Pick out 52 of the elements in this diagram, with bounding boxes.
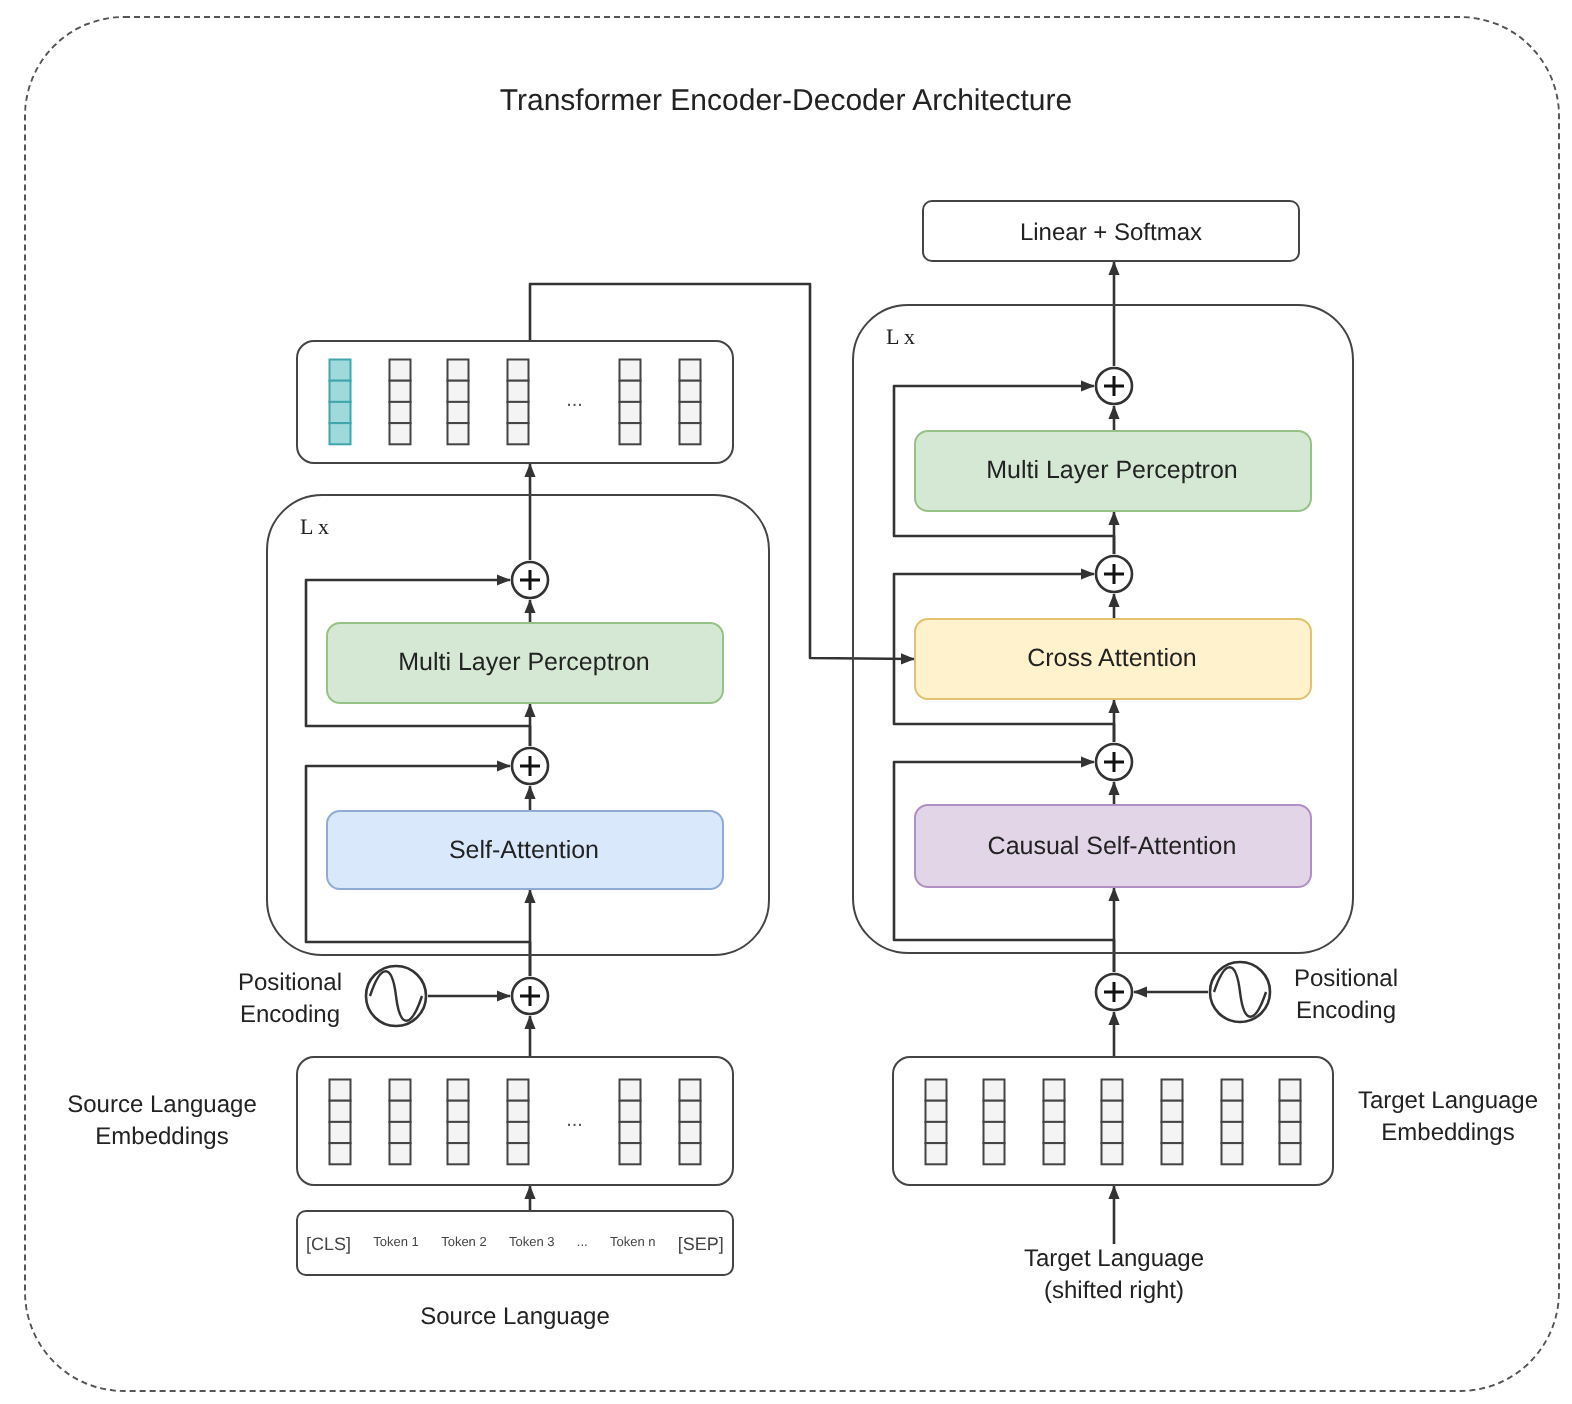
sum-node [1093,741,1133,781]
arrow [1108,405,1120,430]
arrow [1133,986,1208,998]
sum-node [510,976,550,1016]
arrow [1108,781,1120,804]
mlp-block: Multi Layer Perceptron [913,429,1311,511]
output-layer-box: Linear + Softmax [922,200,1300,262]
arrow [524,1185,536,1210]
side-label: Source Language [418,1302,612,1334]
sum-node [1093,365,1133,405]
side-label: Positional Encoding [235,968,345,1031]
embedding-box [892,1056,1334,1186]
sum-node [1094,972,1134,1012]
arrow [428,990,511,1002]
skip-connection-arrow [304,760,532,976]
mlp-block: Multi Layer Perceptron [325,621,723,703]
ellipsis: ... [566,392,583,412]
arrow [524,1015,536,1056]
causal-self-attention-block: Causual Self-Attention [913,803,1311,887]
token-label: [CLS] [306,1233,352,1253]
token-label: [SEP] [677,1233,724,1253]
arrow [1108,1011,1120,1056]
skip-connection-arrow [892,380,1116,554]
cross-connection-arrow [528,282,915,665]
skip-connection-arrow [892,568,1116,742]
skip-connection-arrow [304,574,532,746]
arrow [524,599,536,622]
sum-node [509,745,549,785]
arrow [1108,261,1120,366]
diagram-title: Transformer Encoder-Decoder Architecture [497,84,1075,118]
skip-connection-arrow [892,756,1116,972]
arrow [1108,593,1120,618]
self-attention-block: Self-Attention [325,809,723,889]
positional-encoding-symbol [1208,960,1272,1024]
repeat-count-label: L x [300,516,330,540]
side-label: Source Language Embeddings [65,1090,259,1153]
side-label: Target Language Embeddings [1355,1086,1541,1149]
sum-node [509,559,549,599]
side-label: Positional Encoding [1291,964,1401,1027]
repeated-layer-block [266,494,770,956]
arrow [524,785,536,810]
repeat-count-label: L x [886,326,916,350]
arrow [1108,1185,1120,1244]
repeated-layer-block [852,304,1354,954]
token-sequence-box [296,1210,734,1276]
cross-attention-block: Cross Attention [913,617,1311,699]
arrow [524,463,536,560]
embedding-box [296,1056,734,1186]
positional-encoding-symbol [364,964,428,1028]
embedding-box [296,340,734,464]
sum-node [1093,553,1133,593]
ellipsis: ... [566,1111,583,1131]
